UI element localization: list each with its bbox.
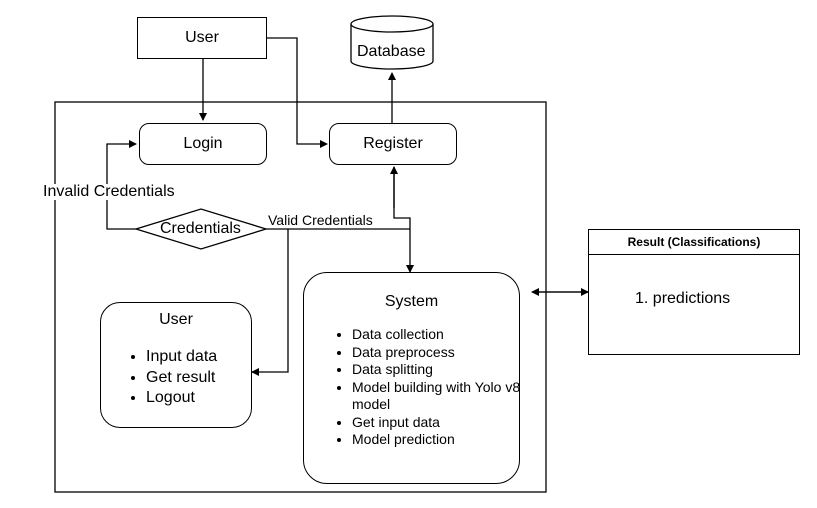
user-panel-node: User Input data Get result Logout — [100, 302, 252, 428]
system-step: Model building with Yolo v8 model — [352, 379, 542, 414]
system-step: Get input data — [352, 414, 542, 432]
user-node-label: User — [185, 29, 219, 46]
user-panel-title: User — [159, 311, 193, 328]
system-step: Data preprocess — [352, 344, 542, 362]
user-action: Input data — [146, 347, 217, 368]
user-action: Get result — [146, 368, 217, 389]
edge-register-system — [393, 167, 414, 273]
database-cylinder — [350, 15, 434, 70]
user-node: User — [137, 17, 267, 59]
login-node: Login — [139, 123, 267, 165]
valid-credentials-label: Valid Credentials — [268, 212, 373, 228]
system-step: Model prediction — [352, 431, 542, 449]
edge-valid-user — [251, 229, 289, 376]
database-label: Database — [357, 43, 426, 60]
invalid-credentials-label: Invalid Credentials — [43, 183, 175, 200]
system-step: Data splitting — [352, 361, 542, 379]
edge-user-register — [267, 37, 328, 148]
system-step: Data collection — [352, 326, 542, 344]
system-node: System Data collection Data preprocess D… — [303, 272, 520, 484]
result-item: 1. predictions — [635, 290, 731, 307]
result-node: Result (Classifications) 1. predictions — [588, 229, 800, 355]
login-label: Login — [183, 135, 223, 152]
system-boundary — [54, 101, 547, 493]
user-action: Logout — [146, 388, 217, 409]
register-label: Register — [363, 135, 423, 152]
result-title: Result (Classifications) — [589, 230, 799, 255]
user-panel-actions: Input data Get result Logout — [124, 347, 217, 409]
register-node: Register — [329, 123, 457, 165]
system-steps: Data collection Data preprocess Data spl… — [330, 326, 542, 449]
system-title: System — [384, 293, 439, 310]
credentials-label: Credentials — [160, 220, 241, 237]
